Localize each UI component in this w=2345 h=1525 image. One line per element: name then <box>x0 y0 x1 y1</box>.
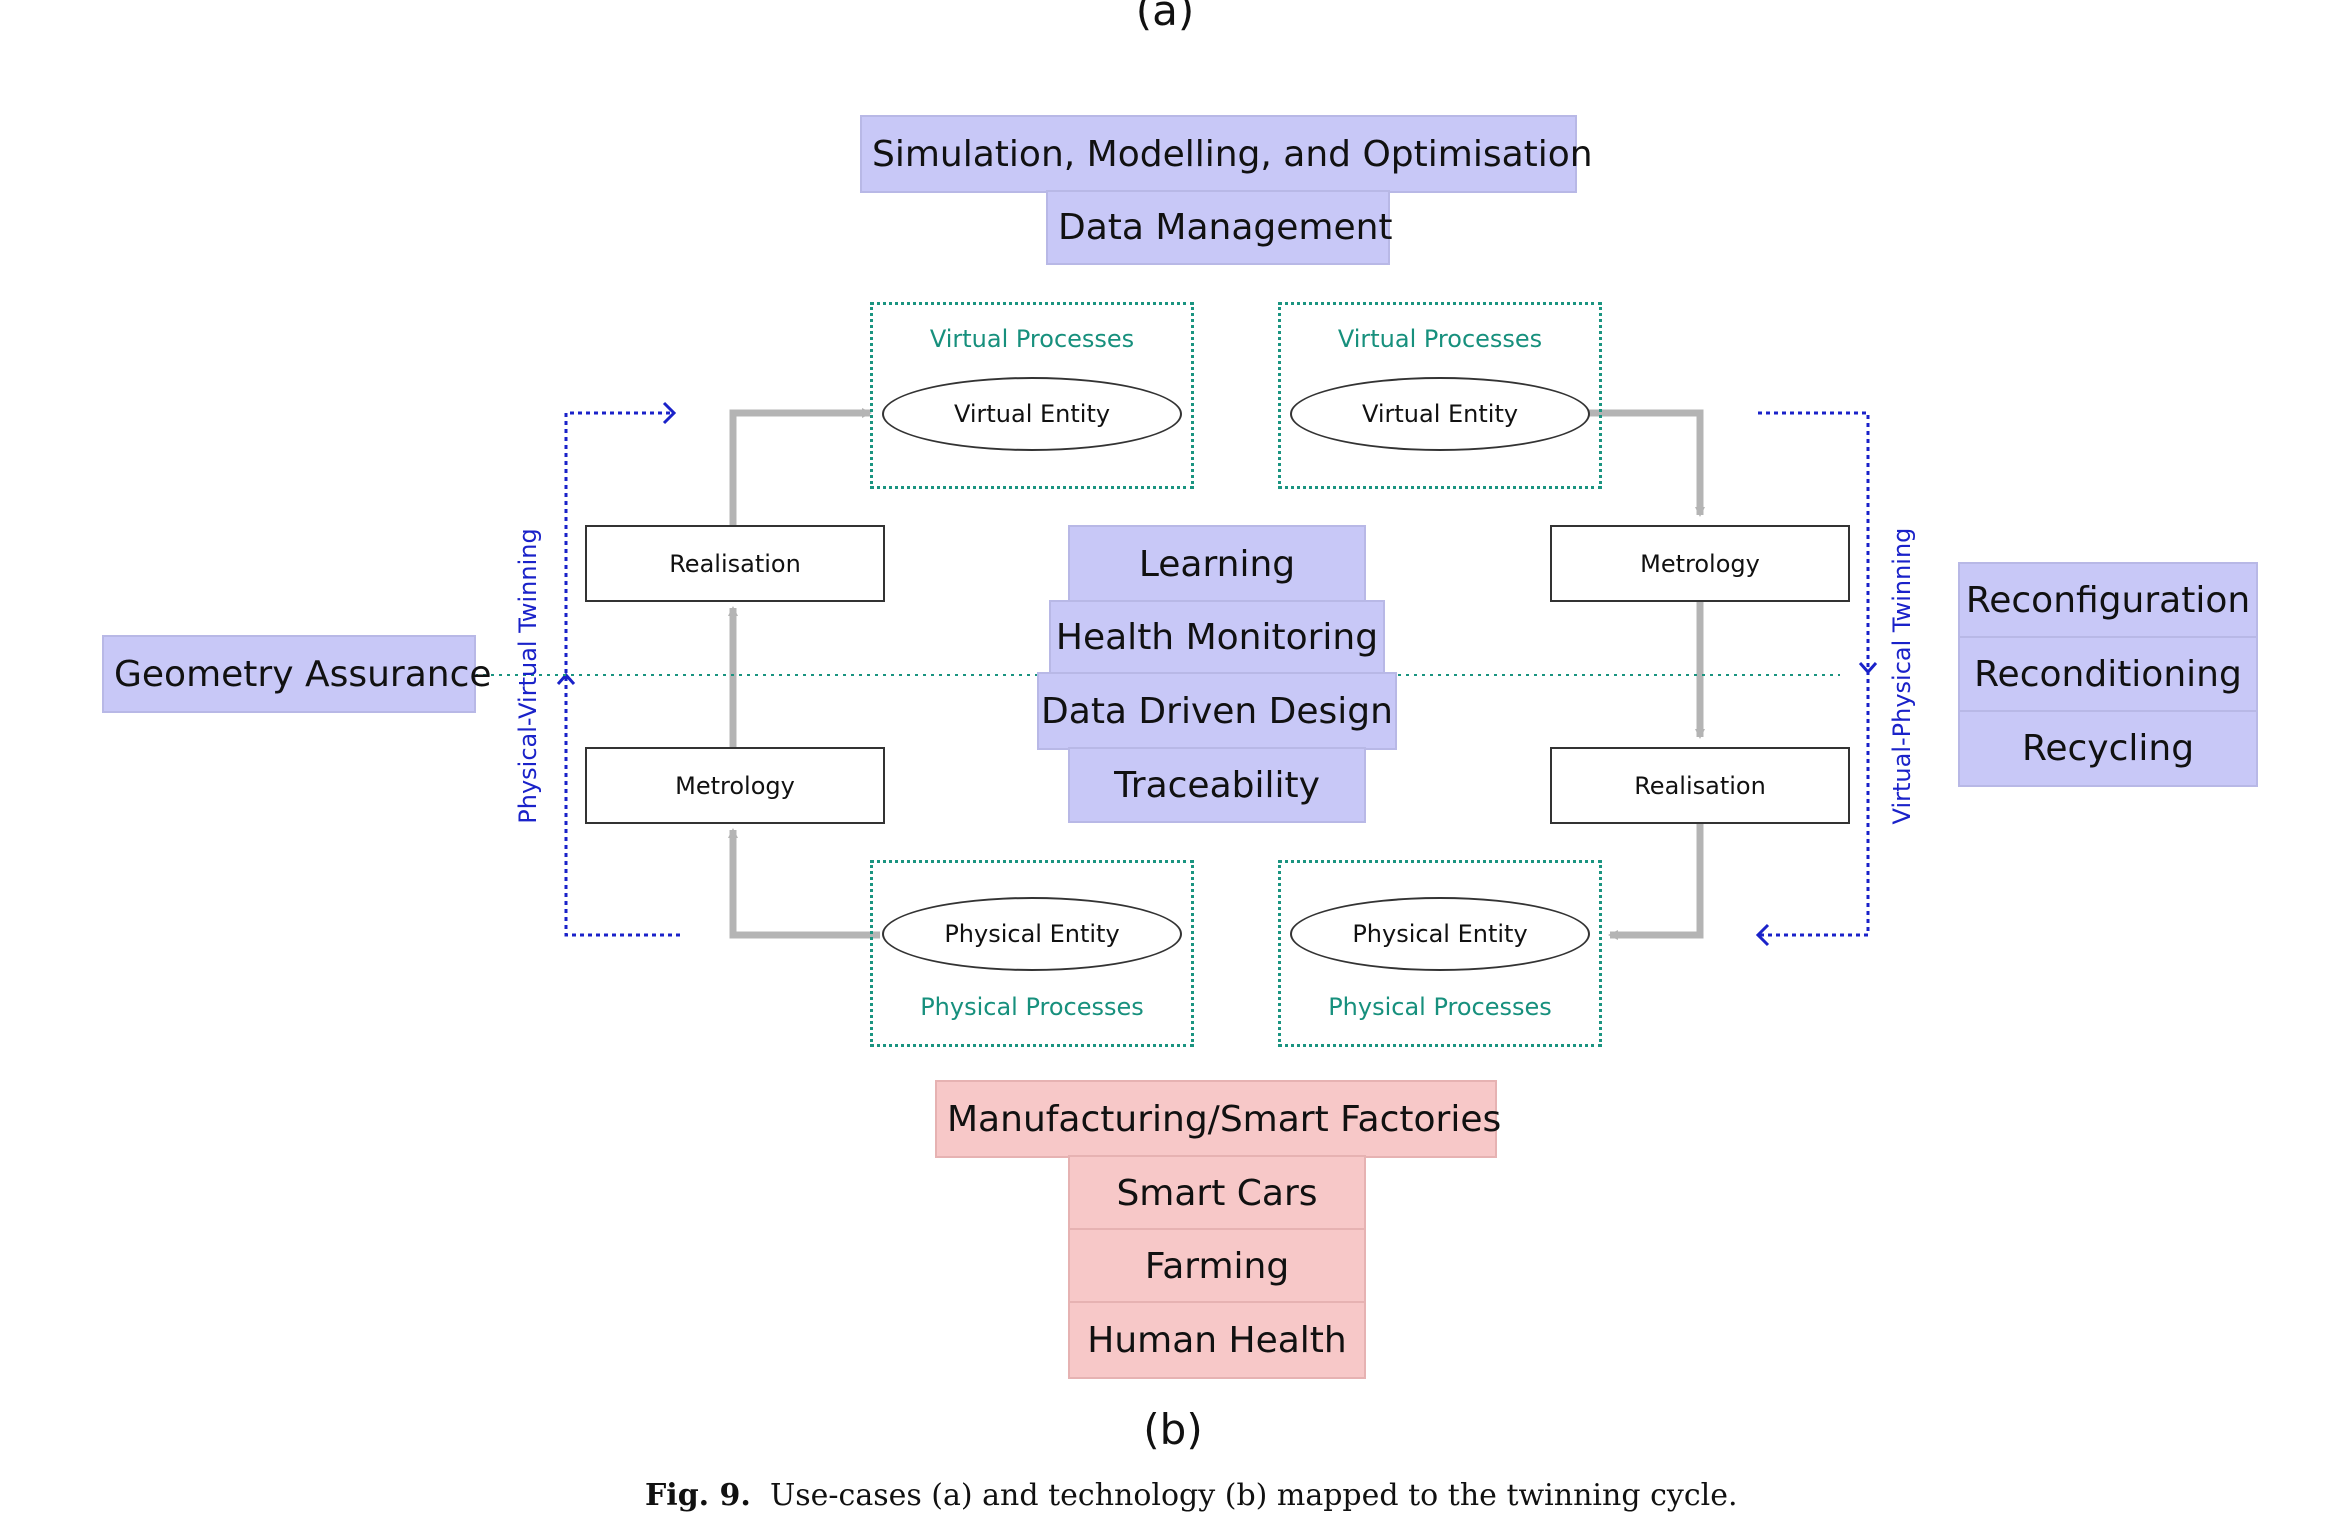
simulation-box: Simulation, Modelling, and Optimisation <box>860 115 1593 193</box>
physical-processes-box-left: Physical Processes <box>870 860 1194 1047</box>
caption-text: Use-cases (a) and technology (b) mapped … <box>769 1478 1738 1513</box>
metrology-box-left: Metrology <box>585 747 885 824</box>
virtual-physical-twinning-label: Virtual-Physical Twinning <box>1888 527 1916 825</box>
right-item-reconfiguration: Reconfiguration <box>1958 562 2258 639</box>
bottom-item-farming: Farming <box>1068 1228 1366 1304</box>
virtual-processes-box-left: Virtual Processes <box>870 302 1194 489</box>
twinning-arrow-head-left-top <box>662 401 677 425</box>
physical-entity-right: Physical Entity <box>1290 897 1590 971</box>
physical-processes-box-right: Physical Processes <box>1278 860 1602 1047</box>
center-item-data-driven-design: Data Driven Design <box>1037 672 1397 750</box>
geometry-assurance-box: Geometry Assurance <box>102 635 492 713</box>
metrology-box-right: Metrology <box>1550 525 1850 602</box>
bottom-item-manufacturing: Manufacturing/Smart Factories <box>935 1080 1501 1158</box>
virtual-processes-label: Virtual Processes <box>1337 325 1543 353</box>
bottom-item-smart-cars: Smart Cars <box>1068 1155 1366 1231</box>
virtual-entity-left: Virtual Entity <box>882 377 1182 451</box>
arrow-physical-to-metrology-left <box>728 828 880 939</box>
realisation-box-right: Realisation <box>1550 747 1850 824</box>
virtual-processes-label: Virtual Processes <box>929 325 1135 353</box>
caption-figure-number: Fig. 9. <box>645 1478 751 1513</box>
arrow-virtual-to-metrology-right <box>1588 409 1705 517</box>
virtual-entity-right: Virtual Entity <box>1290 377 1590 451</box>
twinning-arrow-head-right-bottom <box>1755 923 1770 947</box>
figure-caption: Fig. 9. Use-cases (a) and technology (b)… <box>645 1478 1738 1513</box>
physical-processes-label: Physical Processes <box>920 993 1144 1021</box>
right-item-recycling: Recycling <box>1958 710 2258 787</box>
arrow-realisation-to-virtual-left <box>729 408 872 525</box>
panel-a-label: (a) <box>1135 0 1195 35</box>
physical-entity-left: Physical Entity <box>882 897 1182 971</box>
center-item-health-monitoring: Health Monitoring <box>1049 600 1385 675</box>
physical-virtual-twinning-label: Physical-Virtual Twinning <box>514 528 542 824</box>
center-item-learning: Learning <box>1068 525 1366 603</box>
twinning-arrow-head-right-mid <box>1858 662 1878 675</box>
data-management-box: Data Management <box>1046 190 1393 265</box>
center-item-traceability: Traceability <box>1068 747 1366 823</box>
bottom-item-human-health: Human Health <box>1068 1301 1366 1379</box>
right-item-reconditioning: Reconditioning <box>1958 636 2258 713</box>
panel-b-label: (b) <box>1143 1405 1203 1454</box>
realisation-box-left: Realisation <box>585 525 885 602</box>
virtual-processes-box-right: Virtual Processes <box>1278 302 1602 489</box>
physical-processes-label: Physical Processes <box>1328 993 1552 1021</box>
twinning-loop-left <box>564 411 680 937</box>
arrow-realisation-to-physical-right <box>1608 823 1704 940</box>
